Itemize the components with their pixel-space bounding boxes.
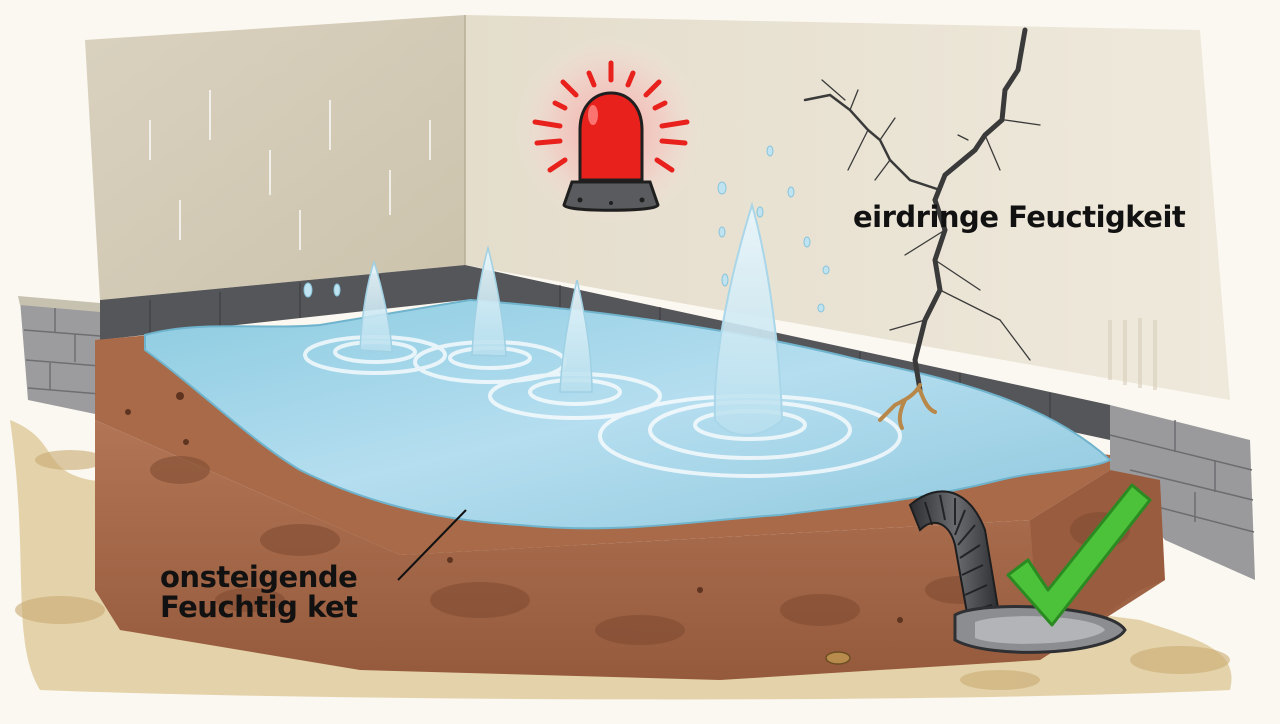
water-pool [144,298,1112,530]
wall-crack [803,27,1041,393]
stone-plinth-left [18,296,101,415]
stone-plinth-right [1109,405,1255,580]
check-mark-icon [1006,483,1152,627]
back-wall-left [85,15,465,300]
label-rising-moisture: onsteigende Feuchtig ket [160,560,358,625]
alarm-siren-icon [515,35,705,225]
leader-line [397,509,467,581]
label-rising-line2: Feuchtig ket [160,590,358,625]
water-spouts [359,201,784,436]
drain-pipe [908,490,1127,654]
label-rising-line1: onsteigende [160,560,358,594]
roots [878,383,937,430]
label-infiltrating-moisture: eirdringe Feuctigkeit [853,200,1186,234]
